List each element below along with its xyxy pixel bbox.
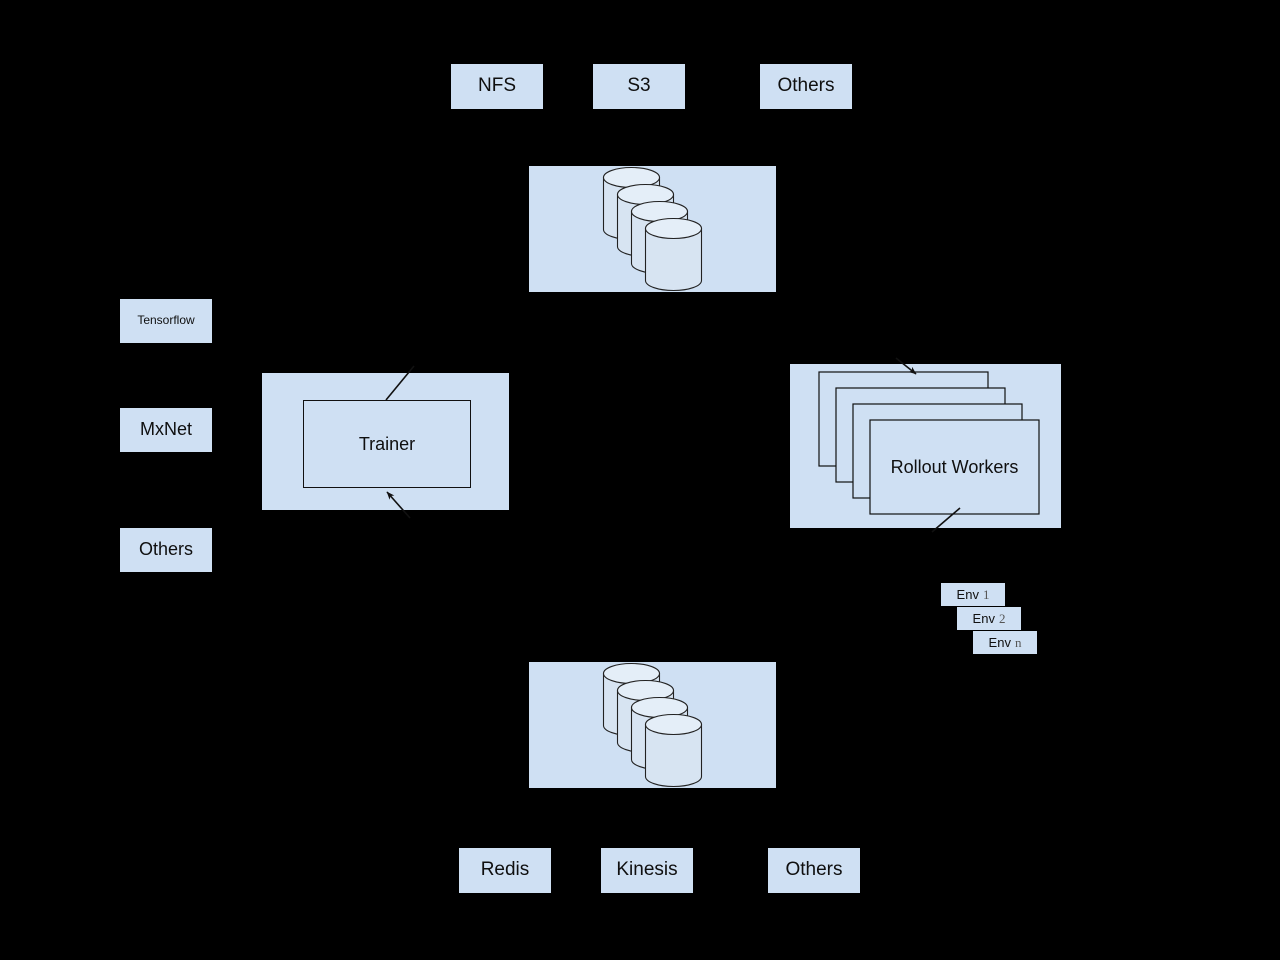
storage-node-s3[interactable]: S3: [593, 64, 685, 109]
trainer-label: Trainer: [358, 433, 416, 454]
framework-node-mxnet[interactable]: MxNet: [120, 408, 212, 452]
storage-node-redis[interactable]: Redis: [459, 848, 551, 893]
framework-node-tensorflow-label: Tensorflow: [137, 313, 195, 328]
storage-node-nfs-label: NFS: [478, 75, 516, 97]
storage-node-others-top[interactable]: Others: [760, 64, 852, 109]
framework-node-tensorflow[interactable]: Tensorflow: [120, 299, 212, 343]
storage-node-nfs[interactable]: NFS: [451, 64, 543, 109]
env-box-2-index: 2: [998, 610, 1006, 626]
rollout-workers-panel[interactable]: [790, 364, 1061, 528]
storage-node-others-bottom-label: Others: [785, 859, 843, 881]
storage-node-kinesis[interactable]: Kinesis: [601, 848, 693, 893]
env-box-1-name: Env: [956, 587, 979, 602]
storage-node-others-top-label: Others: [777, 75, 835, 97]
env-box-2-name: Env: [972, 611, 995, 626]
storage-node-others-bottom[interactable]: Others: [768, 848, 860, 893]
env-box-n-name: Env: [988, 635, 1011, 650]
env-box-n-index: n: [1014, 634, 1022, 650]
storage-node-kinesis-label: Kinesis: [616, 859, 678, 881]
framework-node-others-label: Others: [138, 539, 194, 560]
storage-node-s3-label: S3: [627, 75, 651, 97]
framework-node-mxnet-label: MxNet: [139, 419, 192, 440]
env-box-1-index: 1: [982, 586, 990, 602]
storage-node-redis-label: Redis: [480, 859, 530, 881]
framework-node-others[interactable]: Others: [120, 528, 212, 572]
experience-store-panel[interactable]: [529, 662, 776, 788]
trainer-box[interactable]: Trainer: [303, 400, 471, 488]
model-store-panel[interactable]: [529, 166, 776, 292]
